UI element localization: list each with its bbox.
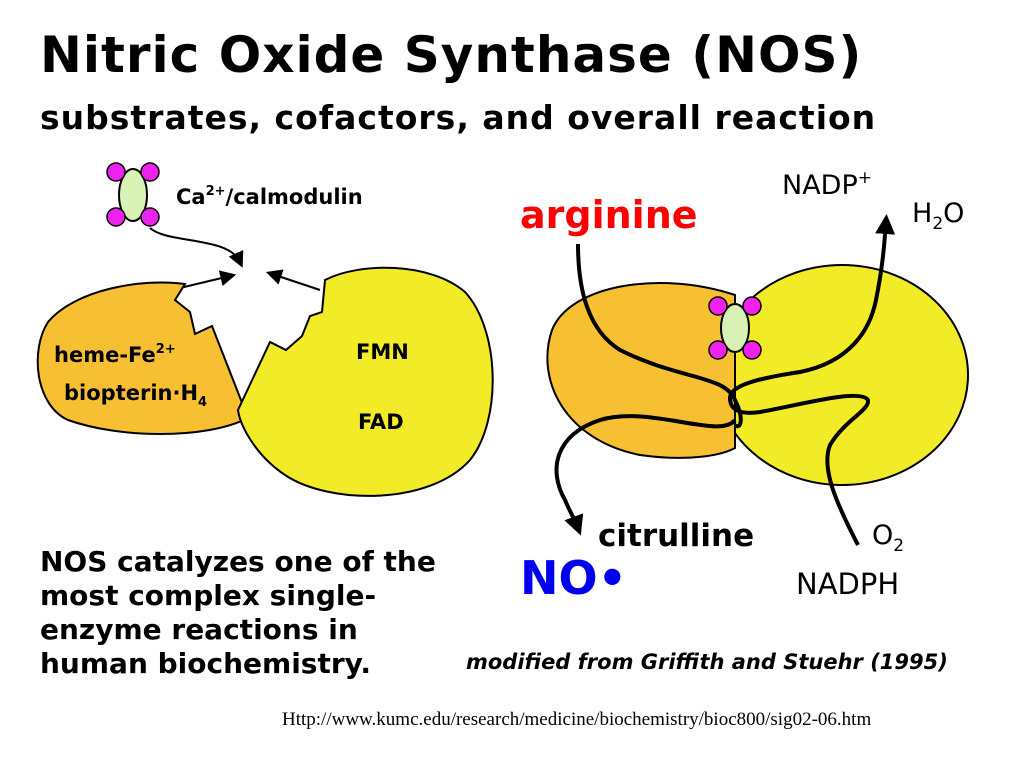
page-subtitle: substrates, cofactors, and overall react… — [40, 98, 877, 137]
summary-line: enzyme reactions in — [40, 613, 358, 646]
calmodulin-icon-right — [708, 296, 762, 360]
biopterin-label: biopterin·H4 — [64, 381, 207, 410]
arginine-path — [576, 243, 743, 429]
summary-line: human biochemistry. — [40, 647, 371, 680]
right-panel: arginine NADP+ H2O citrulline NO• O2 NAD… — [520, 168, 969, 605]
calmodulin-label: Ca2+/calmodulin — [176, 184, 363, 209]
heme-label: heme-Fe2+ — [54, 342, 176, 367]
summary-text: NOS catalyzes one of the most complex si… — [40, 545, 460, 681]
nadph-label: NADPH — [796, 567, 899, 601]
calmodulin-icon — [106, 162, 160, 227]
left-panel: Ca2+/calmodulin heme-Fe2+ biopterin·H4 F… — [36, 162, 494, 497]
o2-label: O2 — [872, 520, 904, 556]
fad-label: FAD — [358, 410, 404, 434]
calmodulin-binding-arrow — [149, 227, 244, 268]
arginine-label: arginine — [520, 193, 698, 237]
citrulline-path — [554, 414, 737, 536]
nadp-label: NADP+ — [782, 168, 872, 201]
source-url[interactable]: Http://www.kumc.edu/research/medicine/bi… — [282, 709, 872, 730]
h2o-label: H2O — [912, 198, 964, 234]
oxygenase-approach-arrow — [179, 270, 237, 289]
source-credit: modified from Griffith and Stuehr (1995) — [466, 650, 948, 674]
oxygenase-domain-right — [546, 281, 736, 459]
reductase-domain-left — [236, 266, 494, 497]
oxygenase-domain-left — [36, 281, 250, 435]
citrulline-label: citrulline — [598, 518, 754, 554]
no-radical-label: NO• — [520, 551, 627, 605]
summary-line: NOS catalyzes one of the — [40, 545, 436, 578]
summary-line: most complex single- — [40, 579, 377, 612]
nadph-path — [727, 214, 896, 546]
fmn-label: FMN — [356, 340, 409, 364]
page-title: Nitric Oxide Synthase (NOS) — [40, 26, 863, 84]
reductase-approach-arrow — [265, 269, 321, 291]
